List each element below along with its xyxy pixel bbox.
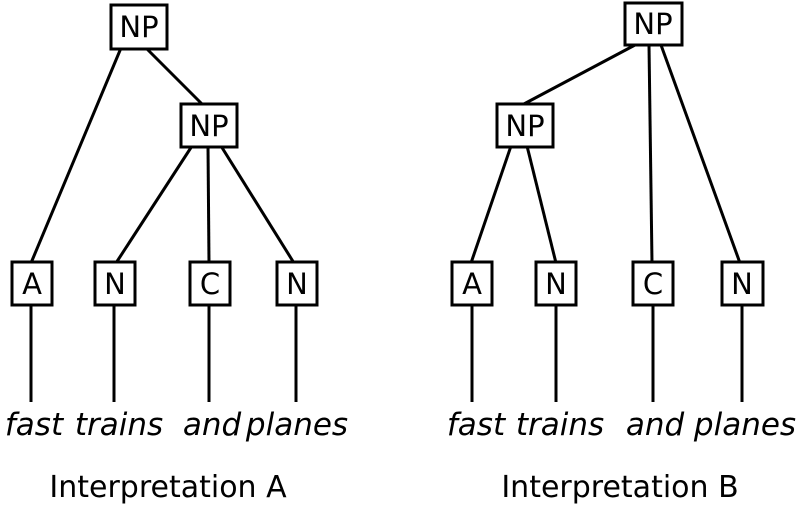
leaf-c-label: C [200, 267, 220, 301]
tree-a-edges [29, 46, 298, 402]
tree-a-node-leaf-n1: N [93, 260, 137, 307]
np-root-label: NP [119, 10, 158, 44]
tree-b-node-root-np: NP [623, 1, 684, 47]
caption-interpretation-a: Interpretation A [49, 470, 287, 505]
leaf-n1-label: N [104, 267, 126, 301]
leaf-a-box [10, 260, 54, 307]
edge-root-to-inner-np [521, 43, 636, 107]
edge-inner-to-leaf-c [206, 145, 211, 264]
leaf-a-label: A [462, 267, 482, 301]
np-inner-label: NP [189, 109, 228, 143]
word-trains: trains [75, 407, 163, 443]
leaf-n1-label: N [545, 267, 567, 301]
np-inner-box [179, 102, 239, 149]
np-root-label: NP [633, 7, 672, 41]
leaf-n1-box [534, 260, 578, 307]
tree-interpretation-b: NP NP A N C N f [447, 1, 796, 505]
leaf-n2-box [275, 260, 319, 307]
word-fast: fast [447, 407, 507, 443]
tree-a-node-leaf-a: A [10, 260, 54, 307]
tree-a-node-leaf-c: C [188, 260, 232, 307]
leaf-n2-label: N [731, 267, 753, 301]
edge-inner-to-leaf-n1 [525, 145, 558, 264]
leaf-a-box [450, 260, 494, 307]
word-planes: planes [245, 407, 348, 443]
leaf-n2-label: N [286, 267, 308, 301]
tree-b-edges [469, 43, 744, 402]
leaf-c-label: C [643, 267, 663, 301]
word-trains: trains [516, 407, 604, 443]
tree-b-node-leaf-n2: N [720, 260, 765, 307]
tree-a-node-inner-np: NP [179, 102, 239, 149]
tree-b-node-leaf-c: C [631, 260, 675, 307]
leaf-c-box [188, 260, 232, 307]
edge-root-to-leaf-a [29, 47, 123, 264]
np-root-box [623, 1, 684, 47]
edge-root-to-leaf-n2 [659, 44, 742, 264]
edge-inner-to-leaf-a [469, 145, 513, 264]
np-inner-box [495, 102, 555, 149]
word-planes: planes [693, 407, 796, 443]
edge-inner-to-leaf-n2 [219, 145, 296, 264]
word-and: and [626, 407, 685, 443]
tree-b-node-leaf-a: A [450, 260, 494, 307]
word-and: and [183, 407, 242, 443]
edge-root-to-inner-np [144, 46, 205, 107]
leaf-n2-box [720, 260, 765, 307]
np-root-box [109, 3, 169, 51]
edge-root-to-leaf-c [647, 44, 654, 264]
tree-b-node-inner-np: NP [495, 102, 555, 149]
tree-interpretation-a: NP NP A N C N f [5, 3, 348, 505]
tree-b-words: fast trains and planes [447, 407, 796, 443]
edge-inner-to-leaf-n1 [114, 145, 194, 264]
tree-a-node-root-np: NP [109, 3, 169, 51]
tree-b-node-leaf-n1: N [534, 260, 578, 307]
tree-a-node-leaf-n2: N [275, 260, 319, 307]
word-fast: fast [5, 407, 65, 443]
leaf-a-label: A [22, 267, 42, 301]
tree-a-words: fast trains and planes [5, 407, 348, 443]
np-inner-label: NP [505, 109, 544, 143]
leaf-n1-box [93, 260, 137, 307]
caption-interpretation-b: Interpretation B [501, 470, 738, 505]
leaf-c-box [631, 260, 675, 307]
